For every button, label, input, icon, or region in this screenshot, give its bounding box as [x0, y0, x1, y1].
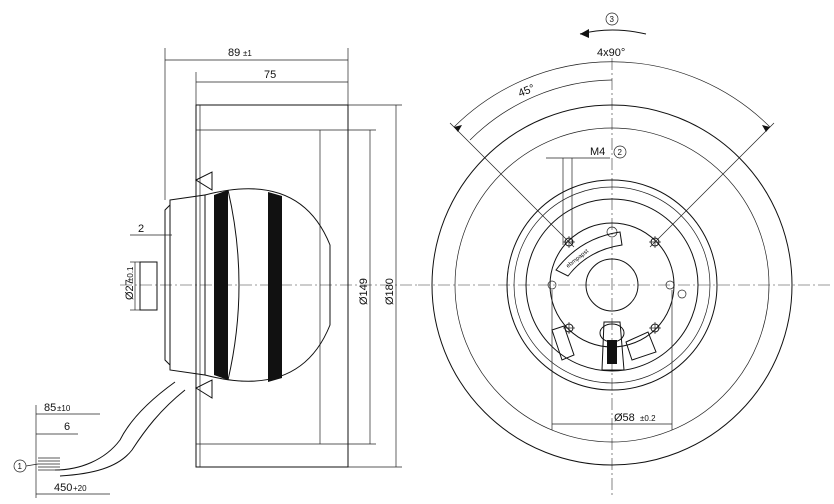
callout-3-circle	[605, 12, 619, 26]
rating-plate-right	[625, 331, 657, 361]
shaft	[139, 261, 158, 311]
rotor-curve	[227, 189, 240, 381]
label-75: 75	[264, 69, 276, 81]
callout-2-circle	[613, 145, 627, 159]
callout-1-leader	[25, 463, 39, 467]
label-450: 450	[54, 482, 72, 494]
motor-step	[164, 203, 171, 367]
callout-1: 1	[18, 462, 23, 471]
diag-upper-right	[649, 122, 775, 248]
cable-stub	[607, 340, 617, 364]
label-450-tol: +20	[73, 484, 87, 493]
arc-45	[469, 79, 613, 141]
label-6: 6	[64, 421, 70, 433]
brand-band	[555, 231, 623, 277]
side-view: 89 ±1 75 2 Ø27 ±0.1 Ø149 Ø180 85 ±10 6	[13, 47, 418, 498]
cable-inner	[59, 389, 186, 477]
label-27-tol: ±0.1	[126, 266, 135, 282]
label-89: 89	[228, 47, 240, 59]
mounting-holes	[547, 226, 687, 334]
diag-upper-left	[449, 122, 575, 248]
cone-upper	[194, 171, 213, 191]
label-45: 45°	[517, 82, 537, 99]
label-58: Ø58	[614, 412, 635, 424]
label-2: 2	[138, 223, 144, 235]
arc-4x90-arrow-r	[762, 125, 770, 132]
hub-ring	[525, 198, 699, 372]
label-85: 85	[44, 402, 56, 414]
label-27: Ø27	[124, 279, 136, 300]
arc-4x90	[453, 61, 771, 128]
rotor-band-left	[214, 190, 228, 380]
rotation-arrow-head	[580, 29, 589, 38]
shaft-bore	[585, 258, 639, 312]
cable-wires	[38, 457, 60, 471]
arc-4x90-arrow-l	[454, 125, 462, 132]
impeller-outline	[195, 104, 349, 468]
cable-outlet	[601, 321, 625, 371]
label-89-tol: ±1	[243, 49, 252, 58]
cone-lower	[194, 379, 213, 399]
label-149: Ø149	[358, 278, 370, 305]
rating-plate-left	[551, 325, 575, 361]
label-58-tol: ±0.2	[640, 414, 656, 423]
rotor-band-right	[268, 192, 282, 382]
motor-dome	[204, 188, 331, 382]
front-view: 4x90° 45° 3 M4 2 ebmpapst	[418, 12, 830, 498]
callout-3: 3	[610, 15, 615, 24]
label-85-tol: ±10	[57, 404, 71, 413]
inlet-circle	[506, 179, 718, 391]
circle-149	[454, 127, 770, 443]
label-4x90: 4x90°	[597, 47, 625, 59]
rotation-arrow	[579, 29, 647, 35]
brand-text: ebmpapst	[566, 248, 591, 269]
cable-outer	[54, 381, 176, 471]
outer-circle-180	[431, 104, 793, 466]
label-180: Ø180	[384, 278, 396, 305]
inlet-inner-circle	[513, 186, 711, 384]
label-m4: M4	[590, 146, 605, 158]
callout-2: 2	[618, 148, 623, 157]
